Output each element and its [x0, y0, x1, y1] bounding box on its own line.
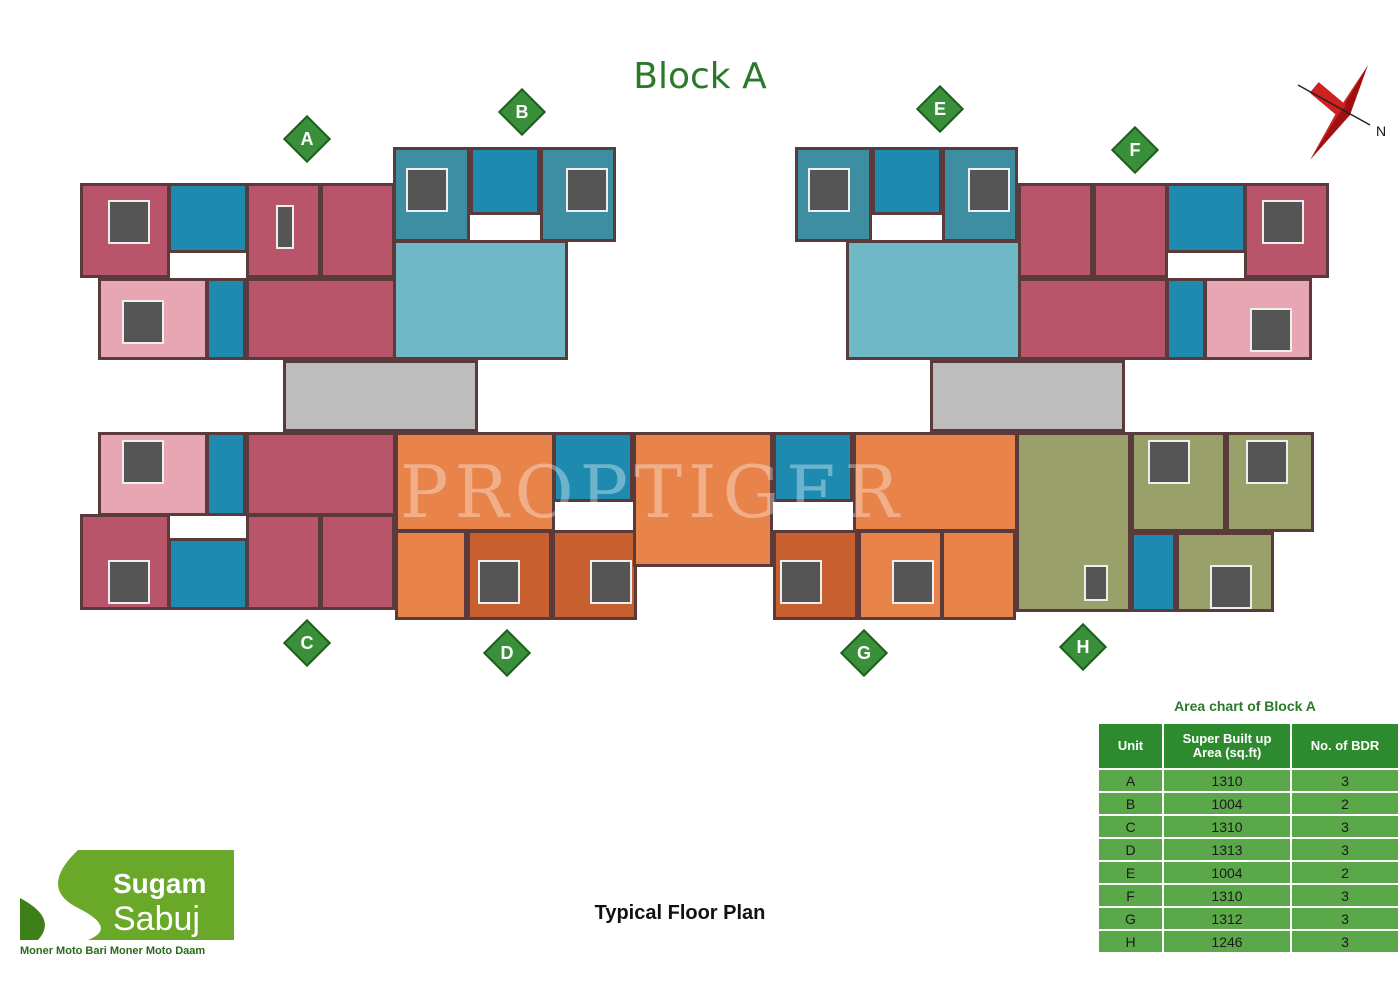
unit-e-living: [846, 240, 1021, 360]
area-chart-table: Unit Super Built up Area (sq.ft) No. of …: [1097, 722, 1400, 954]
unit-c-bath: [206, 432, 246, 516]
unit-g-living: [853, 432, 1018, 532]
area-chart-title: Area chart of Block A: [1174, 698, 1316, 714]
unit-h-living: [1016, 432, 1131, 612]
unit-g-kitchen: [941, 530, 1016, 620]
bed-icon: [122, 300, 164, 344]
bed-icon: [1210, 565, 1252, 609]
lift-lobby-right: [930, 360, 1125, 432]
unit-g-bath: [773, 432, 853, 502]
bed-icon: [780, 560, 822, 604]
unit-b-bath: [470, 147, 540, 215]
central-corridor: [633, 432, 773, 567]
unit-a-living: [246, 278, 396, 360]
unit-f-bedroom: [1018, 183, 1093, 278]
unit-e-bath: [872, 147, 942, 215]
unit-h-bath: [1131, 532, 1176, 612]
block-title: Block A: [633, 56, 767, 97]
col-header-unit: Unit: [1097, 722, 1164, 770]
floor-plan-title: Typical Floor Plan: [594, 902, 766, 924]
unit-a-bath: [168, 183, 248, 253]
unit-d-kitchen: [395, 530, 467, 620]
bed-icon: [478, 560, 520, 604]
col-header-area: Super Built up Area (sq.ft): [1162, 722, 1292, 770]
dining-table-icon: [1084, 565, 1108, 601]
unit-f-dining: [1093, 183, 1168, 278]
bed-icon: [1250, 308, 1292, 352]
bed-icon: [892, 560, 934, 604]
bed-icon: [590, 560, 632, 604]
north-compass-icon: N: [1297, 65, 1386, 160]
unit-a-bedroom-2: [320, 183, 395, 278]
unit-h-bedroom-2: [1226, 432, 1314, 532]
unit-a-bath-2: [206, 278, 246, 360]
unit-b-living: [393, 240, 568, 360]
bed-icon: [968, 168, 1010, 212]
bed-icon: [108, 560, 150, 604]
bed-icon: [406, 168, 448, 212]
floor-plan: [80, 147, 1329, 620]
logo-line1: Sugam: [113, 868, 206, 899]
watermark: PROPTIGER: [400, 450, 905, 534]
compass-n-label: N: [1376, 123, 1386, 139]
dining-table-icon: [276, 205, 294, 249]
unit-c-bath-2: [168, 538, 248, 610]
bed-icon: [1262, 200, 1304, 244]
sugam-sabuj-logo: Sugam Sabuj Moner Moto Bari Moner Moto D…: [20, 850, 234, 957]
bed-icon: [808, 168, 850, 212]
bed-icon: [1246, 440, 1288, 484]
unit-d-bath: [553, 432, 633, 502]
unit-c-living: [246, 432, 396, 516]
bed-icon: [122, 440, 164, 484]
bed-icon: [566, 168, 608, 212]
unit-c-dining: [246, 514, 321, 610]
logo-tagline: Moner Moto Bari Moner Moto Daam: [20, 945, 205, 957]
unit-f-bath: [1166, 183, 1246, 253]
unit-f-bath-2: [1166, 278, 1206, 360]
bed-icon: [1148, 440, 1190, 484]
lift-lobby-left: [283, 360, 478, 432]
unit-c-bedroom-3: [320, 514, 395, 610]
bed-icon: [108, 200, 150, 244]
col-header-bdr: No. of BDR: [1290, 722, 1400, 770]
unit-f-living: [1018, 278, 1168, 360]
logo-line2: Sabuj: [113, 900, 200, 938]
